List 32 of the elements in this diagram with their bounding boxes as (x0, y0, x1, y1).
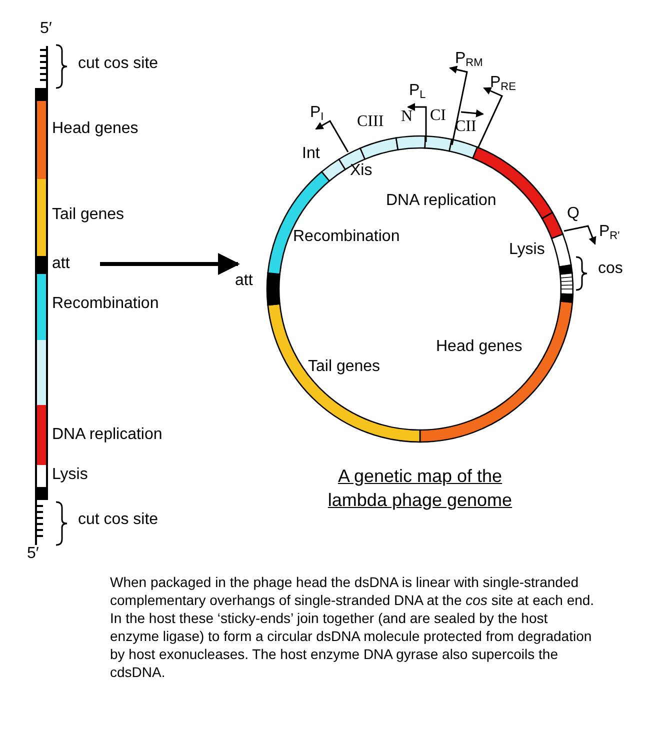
region-label: Head genes (436, 338, 522, 356)
region-label: Tail genes (308, 358, 380, 376)
gene-label: Int (302, 145, 320, 163)
gene-region-label: Lysis (52, 466, 88, 484)
strand-end-label: 5′ (40, 20, 52, 38)
site-label: cut cos site (78, 55, 158, 73)
linear-dna-bar (33, 45, 49, 547)
region-label: Lysis (509, 241, 545, 259)
region-label: Recombination (293, 228, 400, 246)
map-title: A genetic map of the lambda phage genome (326, 465, 514, 512)
promoter-label: P$_{I}$ (310, 104, 324, 122)
gene-label: Q (567, 205, 580, 223)
site-label: cut cos site (78, 511, 158, 529)
gene-label: CIII (357, 113, 384, 131)
gene-region-label: Recombination (52, 295, 159, 313)
gene-region-label: att (52, 255, 70, 273)
gene-region-label: Head genes (52, 120, 138, 138)
strand-end-label: 5′ (27, 545, 39, 563)
caption-paragraph: When packaged in the phage head the dsDNA is linear with single-stranded complementary overhangs of single-stranded DNA at the cos site at each end. In the host these ‘sticky-ends’ join together (and are sealed by the host enzyme ligase) to form a circular dsDNA molecule protected from degradation by host exonucleases. The host enzyme DNA gyrase also supercoils the cdsDNA. (110, 573, 595, 681)
promoter-label: P$_{RM}$ (455, 50, 483, 68)
gene-label: CI (430, 107, 446, 125)
gene-label: N (401, 108, 413, 126)
site-label: att (235, 272, 253, 290)
promoter-label: P$_{L}$ (409, 82, 426, 100)
gene-label: Xis (350, 162, 372, 180)
arrow (100, 253, 240, 275)
region-label: DNA replication (386, 192, 496, 210)
site-label: cos (598, 260, 623, 278)
promoter-label: P$_{RE}$ (490, 74, 516, 92)
gene-region-label: DNA replication (52, 426, 162, 444)
gene-region-label: Tail genes (52, 206, 124, 224)
promoter-label: P$_{R'}$ (599, 223, 620, 241)
